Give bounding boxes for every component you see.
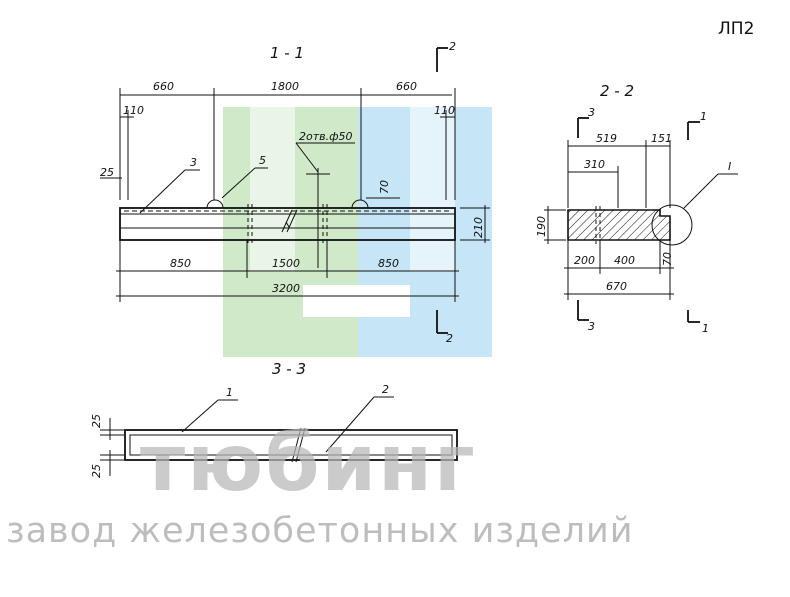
section-1-1: 1 - 1 2 660 1800 660 110 110 xyxy=(100,40,490,345)
callout-5-label: 5 xyxy=(259,154,266,167)
section-1-1-title: 1 - 1 xyxy=(270,44,304,62)
cut-mark-3-bottom-label: 3 xyxy=(588,320,595,333)
section-3-3-title: 3 - 3 xyxy=(272,360,306,378)
dim-400: 400 xyxy=(614,254,635,267)
holes-note: 2отв.ф50 xyxy=(295,130,355,268)
callout-3: 3 xyxy=(139,156,200,214)
sheet-code: ЛП2 xyxy=(718,19,754,39)
dim-190: 190 xyxy=(535,216,548,237)
cut-mark-2-top-label: 2 xyxy=(449,40,456,53)
watermark-tagline: завод железобетонных изделий xyxy=(6,511,634,551)
dim-110-right: 110 xyxy=(434,104,455,117)
section-2-2: 2 - 2 3 1 519 151 310 xyxy=(535,82,738,335)
dim-25-top: 25 xyxy=(90,414,103,428)
dim-70-b: 70 xyxy=(661,252,674,266)
dim-210: 210 xyxy=(472,217,485,238)
dim-1500: 1500 xyxy=(272,257,300,270)
dim-850-right: 850 xyxy=(378,257,399,270)
callout-2-label: 2 xyxy=(382,383,389,396)
cut-mark-3-top: 3 xyxy=(577,106,595,138)
edge-dims-110: 110 110 xyxy=(120,104,455,200)
cut-mark-3-bottom: 3 xyxy=(577,300,595,333)
cut-mark-1-bottom-label: 1 xyxy=(702,322,709,335)
cut-mark-2-top: 2 xyxy=(436,40,456,72)
dim-70: 70 xyxy=(378,180,391,194)
dim-1800: 1800 xyxy=(271,80,299,93)
callout-5: 5 xyxy=(221,154,268,199)
section-2-2-title: 2 - 2 xyxy=(600,82,634,100)
section-3-3: 3 - 3 1 2 25 25 xyxy=(90,360,458,478)
dim-310: 310 xyxy=(584,158,605,171)
bottom-dimension-chain: 850 1500 850 3200 xyxy=(116,240,459,302)
callout-1-label: 1 xyxy=(226,386,233,399)
detail-label: I xyxy=(728,160,731,173)
dim-200: 200 xyxy=(574,254,595,267)
dim-670: 670 xyxy=(606,280,627,293)
cut-mark-2-bottom-label: 2 xyxy=(446,332,453,345)
dim-850-left: 850 xyxy=(170,257,191,270)
dim-25-bottom: 25 xyxy=(90,464,103,478)
plan-body xyxy=(124,427,458,463)
logo-white-cut-right xyxy=(410,107,455,272)
cut-mark-2-bottom: 2 xyxy=(436,310,453,345)
dim-660-right: 660 xyxy=(396,80,417,93)
cut-mark-3-top-label: 3 xyxy=(588,106,595,119)
hole-left xyxy=(206,199,224,209)
dim-519: 519 xyxy=(596,132,617,145)
watermark-logo xyxy=(223,107,492,357)
top-dimension-chain: 660 1800 660 xyxy=(119,80,456,200)
watermark-brand: тюбинг xyxy=(140,419,477,509)
logo-white-cut-bottom xyxy=(303,285,410,317)
cut-mark-1-top: 1 xyxy=(687,110,707,140)
cut-mark-1-bottom: 1 xyxy=(687,310,709,335)
dim-3200: 3200 xyxy=(272,282,300,295)
cut-mark-1-top-label: 1 xyxy=(700,110,707,123)
cross-section-body xyxy=(567,204,693,246)
beam-elevation xyxy=(119,199,456,244)
callout-3-label: 3 xyxy=(190,156,197,169)
detail-circle xyxy=(651,204,693,246)
dim-25-left: 25 xyxy=(100,166,114,179)
dim-660-left: 660 xyxy=(153,80,174,93)
dim-151: 151 xyxy=(651,132,672,145)
hole-right xyxy=(351,199,369,209)
dim-110-left: 110 xyxy=(123,104,144,117)
logo-white-cut-left xyxy=(250,107,295,272)
holes-note-label: 2отв.ф50 xyxy=(299,130,353,143)
